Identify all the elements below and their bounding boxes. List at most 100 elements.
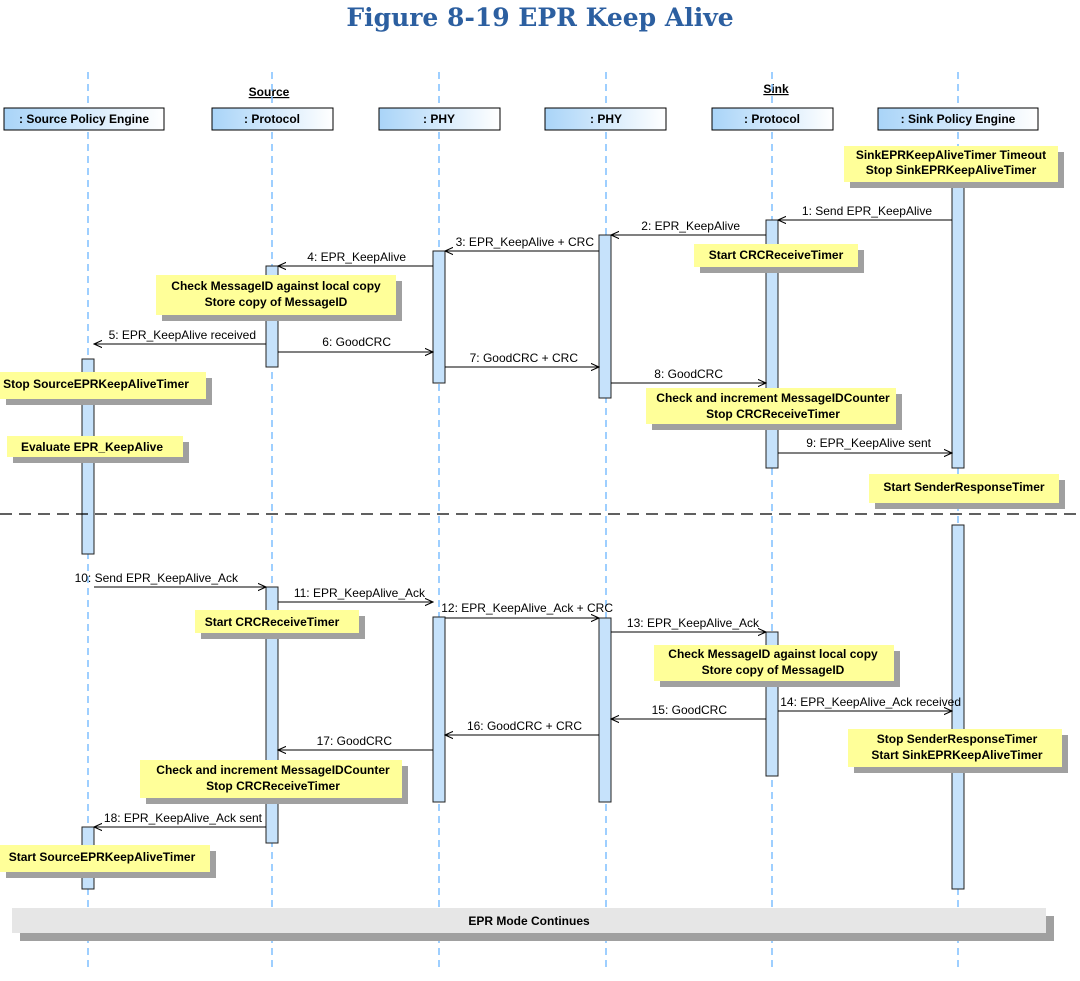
figure-title: Figure 8-19 EPR Keep Alive (346, 3, 733, 32)
message-9: 9: EPR_KeepAlive sent (778, 436, 952, 453)
participant-sink-phy: : PHY (544, 107, 667, 131)
note-source-check-increment-counter: Check and increment MessageIDCounter Sto… (140, 760, 408, 804)
note-source-start-crc-timer: Start CRCReceiveTimer (195, 610, 365, 639)
message-18: 18: EPR_KeepAlive_Ack sent (94, 811, 266, 827)
note-evaluate-keepalive: Evaluate EPR_KeepAlive (7, 436, 189, 463)
message-label: 2: EPR_KeepAlive (641, 219, 740, 233)
note-line: Stop SourceEPRKeepAliveTimer (3, 377, 189, 391)
message-12: 12: EPR_KeepAlive_Ack + CRC (441, 601, 613, 618)
note-sink-start-crc-timer: Start CRCReceiveTimer (694, 244, 864, 273)
note-source-check-messageid: Check MessageID against local copy Store… (156, 275, 402, 321)
note-line: Start CRCReceiveTimer (709, 248, 844, 262)
note-box (0, 372, 206, 399)
message-5: 5: EPR_KeepAlive received (94, 328, 266, 344)
message-label: 10: Send EPR_KeepAlive_Ack (75, 571, 239, 585)
participant-sink-policy-engine: : Sink Policy Engine (877, 107, 1039, 131)
note-line: Stop SenderResponseTimer (877, 732, 1038, 746)
message-17: 17: GoodCRC (278, 734, 433, 750)
message-2: 2: EPR_KeepAlive (611, 219, 766, 235)
message-label: 17: GoodCRC (317, 734, 393, 748)
note-line: Evaluate EPR_KeepAlive (21, 440, 163, 454)
note-stop-source-keepalive-timer: Stop SourceEPRKeepAliveTimer (0, 372, 212, 405)
activation-bar (598, 234, 612, 399)
participant-box (711, 107, 834, 131)
message-label: 5: EPR_KeepAlive received (109, 328, 256, 342)
note-line: Start CRCReceiveTimer (205, 615, 340, 629)
message-3: 3: EPR_KeepAlive + CRC (445, 235, 599, 251)
note-box (694, 244, 858, 267)
message-label: 9: EPR_KeepAlive sent (806, 436, 931, 450)
participant-box (3, 107, 165, 131)
note-line: Stop CRCReceiveTimer (206, 779, 340, 793)
note-line: Store copy of MessageID (702, 663, 845, 677)
note-sink-check-increment-counter: Check and increment MessageIDCounter Sto… (646, 388, 902, 430)
note-box (156, 275, 396, 315)
note-line: Start SourceEPRKeepAliveTimer (9, 850, 196, 864)
activation-bar (598, 617, 612, 803)
message-15: 15: GoodCRC (611, 703, 766, 719)
note-box (646, 388, 896, 424)
activation-bars (81, 186, 965, 890)
group-label-source: Source (249, 85, 290, 99)
note-box (848, 729, 1062, 767)
epr-mode-continues-bar: EPR Mode Continues (12, 908, 1054, 941)
message-label: 16: GoodCRC + CRC (467, 719, 582, 733)
note-line: Check MessageID against local copy (668, 647, 878, 661)
participant-label: : PHY (423, 112, 455, 126)
participant-sink-protocol: : Protocol (711, 107, 834, 131)
participant-source-phy: : PHY (378, 107, 501, 131)
note-line: Start SinkEPRKeepAliveTimer (871, 748, 1043, 762)
notes: SinkEPRKeepAliveTimer Timeout Stop SinkE… (0, 146, 1068, 878)
footer-label: EPR Mode Continues (468, 914, 590, 928)
participant-label: : Protocol (244, 112, 300, 126)
message-13: 13: EPR_KeepAlive_Ack (611, 616, 766, 632)
activation-bar (951, 186, 965, 469)
note-box (0, 845, 210, 872)
message-label: 14: EPR_KeepAlive_Ack received (780, 695, 961, 709)
message-8: 8: GoodCRC (611, 367, 766, 383)
message-label: 13: EPR_KeepAlive_Ack (627, 616, 760, 630)
message-4: 4: EPR_KeepAlive (278, 250, 433, 266)
participant-box (544, 107, 667, 131)
message-label: 4: EPR_KeepAlive (307, 250, 406, 264)
message-label: 15: GoodCRC (652, 703, 728, 717)
note-start-source-keepalive-timer: Start SourceEPRKeepAliveTimer (0, 845, 216, 878)
message-label: 8: GoodCRC (654, 367, 723, 381)
note-box (869, 474, 1059, 503)
note-line: Check MessageID against local copy (171, 279, 381, 293)
message-16: 16: GoodCRC + CRC (445, 719, 599, 735)
participant-box (211, 107, 334, 131)
message-label: 3: EPR_KeepAlive + CRC (456, 235, 595, 249)
message-label: 18: EPR_KeepAlive_Ack sent (104, 811, 263, 825)
group-label-sink: Sink (763, 82, 789, 96)
participant-label: : Source Policy Engine (19, 112, 149, 126)
message-label: 7: GoodCRC + CRC (470, 351, 579, 365)
participant-source-protocol: : Protocol (211, 107, 334, 131)
message-label: 6: GoodCRC (322, 335, 391, 349)
message-11: 11: EPR_KeepAlive_Ack (278, 586, 433, 602)
note-box (195, 610, 359, 633)
note-line: Check and increment MessageIDCounter (156, 763, 390, 777)
note-sink-check-messageid: Check MessageID against local copy Store… (654, 645, 900, 687)
activation-bar (432, 616, 446, 803)
message-6: 6: GoodCRC (278, 335, 433, 352)
message-1: 1: Send EPR_KeepAlive (778, 204, 952, 220)
note-line: Check and increment MessageIDCounter (656, 391, 890, 405)
note-line: Store copy of MessageID (205, 295, 348, 309)
note-start-sender-response-timer: Start SenderResponseTimer (869, 474, 1065, 509)
participant-box (378, 107, 501, 131)
activation-bar (432, 250, 446, 384)
participant-label: : PHY (590, 112, 622, 126)
message-label: 12: EPR_KeepAlive_Ack + CRC (441, 601, 613, 615)
message-14: 14: EPR_KeepAlive_Ack received (778, 695, 961, 711)
note-line: SinkEPRKeepAliveTimer Timeout (856, 148, 1046, 162)
message-label: 11: EPR_KeepAlive_Ack (294, 586, 426, 600)
note-line: Stop CRCReceiveTimer (706, 407, 840, 421)
messages: 1: Send EPR_KeepAlive 2: EPR_KeepAlive 3… (75, 204, 961, 827)
note-stop-sender-start-sink-timer: Stop SenderResponseTimer Start SinkEPRKe… (848, 729, 1068, 773)
participant-box (877, 107, 1039, 131)
note-box (654, 645, 894, 681)
note-line: Start SenderResponseTimer (883, 480, 1044, 494)
message-label: 1: Send EPR_KeepAlive (802, 204, 932, 218)
